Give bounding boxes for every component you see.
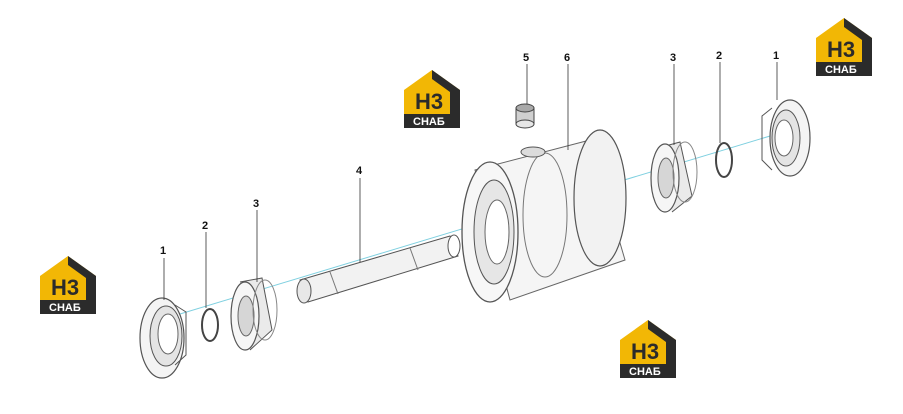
- roller-body-part: [461, 129, 627, 303]
- watermark-logo-top-left: H3 СНАБ: [404, 70, 460, 128]
- plug-part: [515, 103, 535, 129]
- svg-text:H3: H3: [827, 37, 855, 62]
- callout-plug: 5: [523, 52, 529, 64]
- left-bearing-part: [230, 277, 278, 351]
- watermark-logo-top-right: H3 СНАБ: [816, 18, 872, 76]
- watermark-logo-bottom: H3 СНАБ: [620, 320, 676, 378]
- right-flange-part: [761, 99, 811, 177]
- svg-text:СНАБ: СНАБ: [413, 116, 445, 128]
- leader-lines: [163, 62, 778, 308]
- svg-text:H3: H3: [415, 89, 443, 114]
- left-oring-part: [201, 308, 219, 342]
- callout-right-bearing: 3: [670, 52, 676, 64]
- callout-roller-body: 6: [564, 52, 570, 64]
- svg-text:СНАБ: СНАБ: [825, 64, 857, 76]
- callout-left-flange: 1: [160, 245, 166, 257]
- svg-text:СНАБ: СНАБ: [629, 366, 661, 378]
- watermark-logo-left: H3 СНАБ: [40, 256, 96, 314]
- svg-text:H3: H3: [51, 275, 79, 300]
- shaft-part: [296, 234, 461, 304]
- callout-shaft: 4: [356, 165, 363, 177]
- svg-text:H3: H3: [631, 339, 659, 364]
- callout-right-flange: 1: [773, 50, 779, 62]
- right-oring-part: [715, 142, 733, 178]
- callout-left-oring: 2: [202, 220, 208, 232]
- svg-text:СНАБ: СНАБ: [49, 302, 81, 314]
- right-bearing-part: [650, 141, 698, 213]
- left-flange-part: [139, 297, 187, 379]
- callout-left-bearing: 3: [253, 198, 259, 210]
- callout-right-oring: 2: [716, 50, 722, 62]
